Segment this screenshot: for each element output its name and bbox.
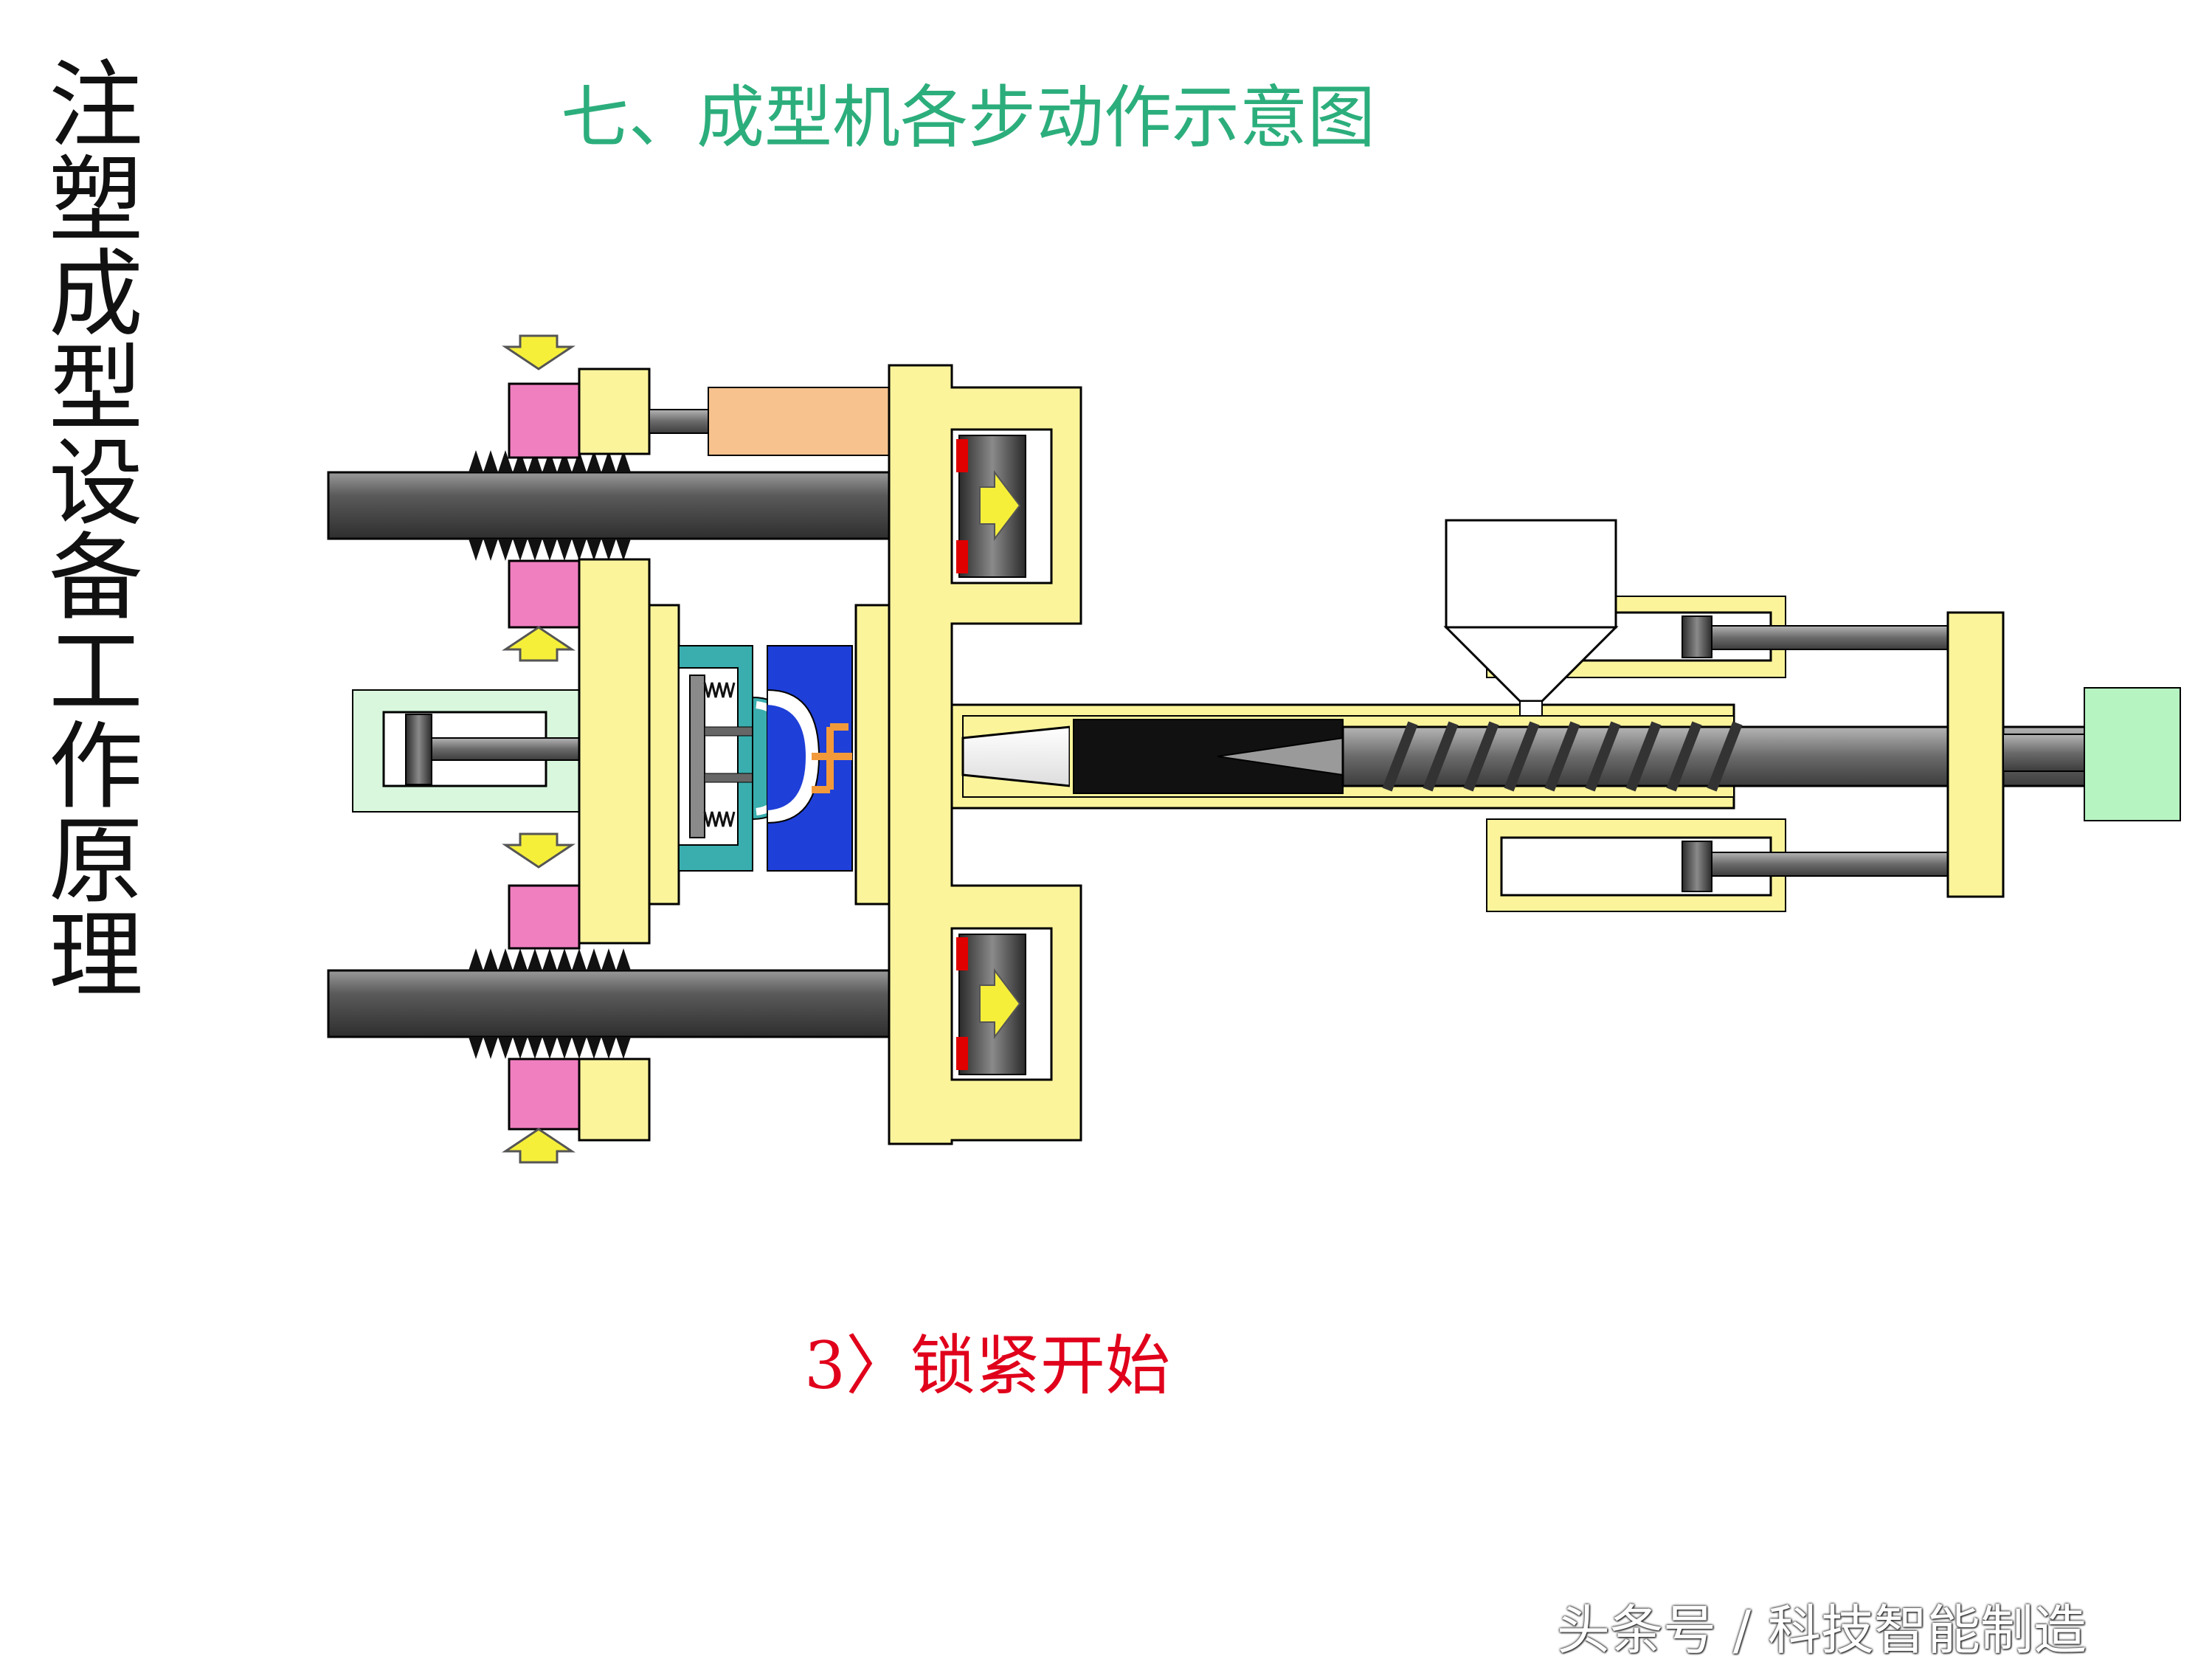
- hopper: [1445, 519, 1617, 629]
- step-label: 3〉锁紧开始: [804, 1328, 1170, 1404]
- arrow-right-icon: [979, 968, 1021, 1039]
- lower-thread-bottom: [469, 1037, 631, 1059]
- upper-nut-top: [508, 382, 581, 459]
- upper-injection-piston: [1682, 615, 1712, 658]
- arrow-down-icon: [502, 832, 576, 869]
- injection-rear-plate: [1946, 611, 2005, 898]
- ejector-spring-upper: [703, 682, 736, 698]
- arrow-up-icon: [502, 626, 576, 662]
- side-title: 注塑成型设备工作原理: [48, 51, 143, 1011]
- upper-thread-top: [469, 450, 631, 472]
- runner-sprue: [812, 723, 852, 793]
- upper-nut-holder: [578, 368, 651, 455]
- lower-nut-holder: [578, 1058, 651, 1142]
- lower-injection-piston: [1682, 841, 1712, 892]
- ejector-piston: [405, 714, 432, 785]
- upper-tie-bar: [327, 471, 898, 540]
- ejector-spring-lower: [703, 811, 736, 827]
- nozzle: [961, 725, 1071, 787]
- arrow-down-icon: [502, 334, 576, 370]
- fixed-platen-face: [854, 604, 891, 906]
- arrow-right-icon: [979, 470, 1021, 541]
- moving-platen: [578, 558, 651, 945]
- motor-coupling-shaft: [2002, 734, 2085, 772]
- screw-flights: [1382, 721, 1743, 792]
- ejector-plate: [689, 675, 705, 838]
- lower-nut-bottom: [508, 1058, 581, 1131]
- upper-thread-bottom: [469, 539, 631, 561]
- lower-tie-bar: [327, 969, 898, 1038]
- lower-nut-top: [508, 884, 581, 950]
- lower-injection-rod: [1711, 852, 1949, 877]
- hydraulic-motor: [2084, 687, 2181, 821]
- nut-cylinder: [708, 387, 890, 456]
- lower-thread-top: [469, 948, 631, 970]
- hopper-throat: [1519, 700, 1543, 717]
- upper-nut-bottom: [508, 559, 581, 629]
- upper-injection-rod: [1711, 625, 1949, 650]
- mold-cavity-inner: [767, 705, 806, 810]
- nut-cylinder-rod: [649, 409, 709, 434]
- watermark: 头条号 / 科技智能制造: [1557, 1599, 2087, 1659]
- moving-platen-face: [648, 604, 680, 906]
- main-title: 七、成型机各步动作示意图: [561, 78, 1376, 157]
- arrow-up-icon: [502, 1128, 576, 1164]
